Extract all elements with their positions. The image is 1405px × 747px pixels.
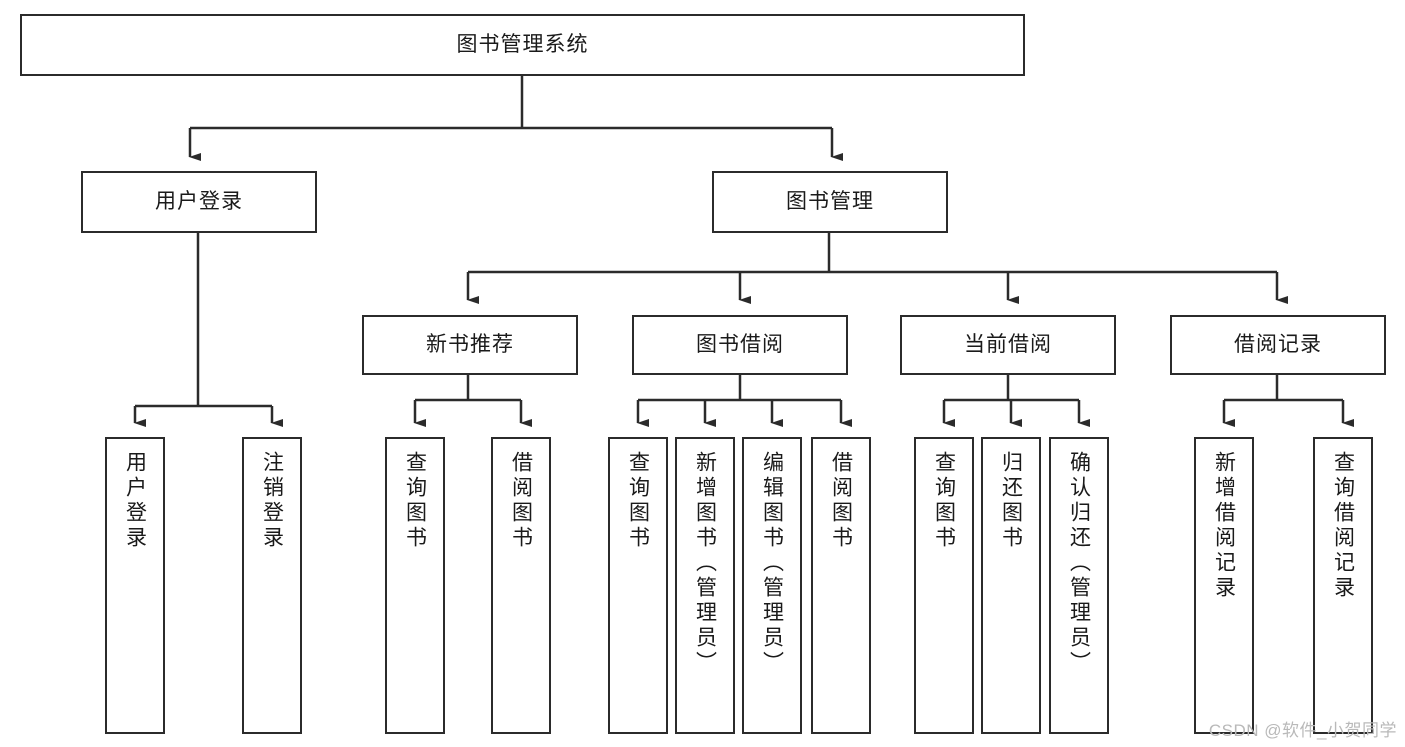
leaf-query-books-current[interactable]: 查询图书	[914, 437, 974, 734]
leaf-confirm-return-admin[interactable]: 确认归还（管理员）	[1049, 437, 1109, 734]
node-label: 图书管理系统	[456, 32, 589, 56]
node-label: 归还图书	[999, 451, 1023, 551]
node-user-login[interactable]: 用户登录	[81, 171, 317, 233]
node-label: 当前借阅	[964, 332, 1052, 356]
node-label: 图书借阅	[696, 332, 784, 356]
watermark: CSDN @软件_小贺同学	[1208, 721, 1397, 740]
node-book-management[interactable]: 图书管理	[712, 171, 948, 233]
node-label: 查询图书	[932, 451, 956, 551]
node-label: 图书管理	[786, 189, 874, 213]
leaf-logout[interactable]: 注销登录	[242, 437, 302, 734]
node-label: 查询图书	[403, 451, 427, 551]
node-label: 注销登录	[260, 451, 284, 551]
leaf-query-books-borrow[interactable]: 查询图书	[608, 437, 668, 734]
leaf-borrow-books[interactable]: 借阅图书	[811, 437, 871, 734]
leaf-edit-book-admin[interactable]: 编辑图书（管理员）	[742, 437, 802, 734]
node-label: 新书推荐	[426, 332, 514, 356]
leaf-add-book-admin[interactable]: 新增图书（管理员）	[675, 437, 735, 734]
node-label: 用户登录	[123, 451, 147, 551]
node-label: 查询图书	[626, 451, 650, 551]
node-label: 借阅记录	[1234, 332, 1322, 356]
leaf-add-borrow-record[interactable]: 新增借阅记录	[1194, 437, 1254, 734]
node-label: 新增图书（管理员）	[693, 451, 717, 676]
node-label: 编辑图书（管理员）	[760, 451, 784, 676]
node-new-book-recommendation[interactable]: 新书推荐	[362, 315, 578, 375]
node-book-borrowing[interactable]: 图书借阅	[632, 315, 848, 375]
node-label: 借阅图书	[829, 451, 853, 551]
node-label: 借阅图书	[509, 451, 533, 551]
leaf-query-books-recommend[interactable]: 查询图书	[385, 437, 445, 734]
leaf-query-borrow-record[interactable]: 查询借阅记录	[1313, 437, 1373, 734]
node-borrowing-record[interactable]: 借阅记录	[1170, 315, 1386, 375]
leaf-return-books[interactable]: 归还图书	[981, 437, 1041, 734]
node-label: 确认归还（管理员）	[1067, 451, 1091, 676]
leaf-borrow-books-recommend[interactable]: 借阅图书	[491, 437, 551, 734]
node-label: 新增借阅记录	[1212, 451, 1236, 601]
node-root-book-management-system[interactable]: 图书管理系统	[20, 14, 1025, 76]
node-label: 用户登录	[155, 189, 243, 213]
node-label: 查询借阅记录	[1331, 451, 1355, 601]
leaf-user-login[interactable]: 用户登录	[105, 437, 165, 734]
node-current-borrowing[interactable]: 当前借阅	[900, 315, 1116, 375]
